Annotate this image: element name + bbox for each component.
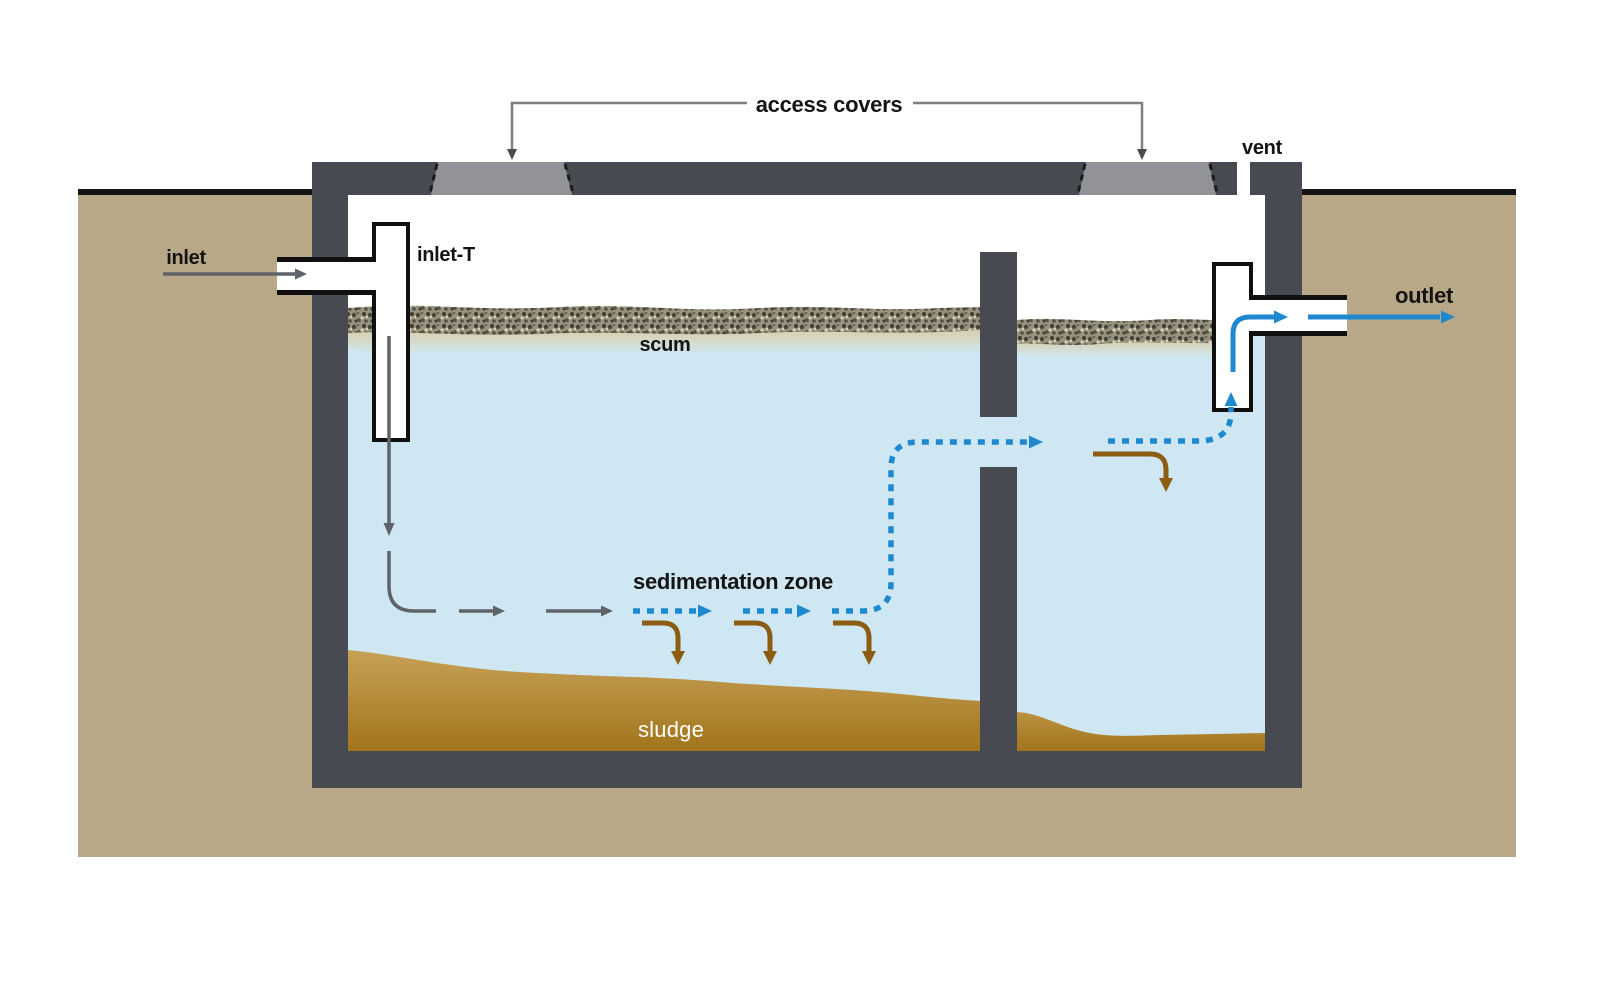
bracket-arrowheads xyxy=(507,149,1147,160)
access-cover-right xyxy=(1076,162,1219,195)
arrowhead xyxy=(1137,149,1147,160)
bracket-right-arm xyxy=(913,101,1144,153)
arrowhead xyxy=(1159,478,1173,492)
inlet-label: inlet xyxy=(166,247,206,269)
baffle-wall-upper xyxy=(980,252,1017,417)
blue-solid-flow xyxy=(1230,314,1440,372)
arrowhead xyxy=(698,604,712,618)
scum-speckle-band-2 xyxy=(1017,318,1253,345)
scum-label: scum xyxy=(639,334,690,356)
settling-hook-chamber2 xyxy=(1093,451,1169,478)
scum-speckle-band-1 xyxy=(348,305,980,335)
inlet-tee-label: inlet-T xyxy=(417,244,475,266)
sludge-layer-chamber1 xyxy=(348,650,980,751)
ground-surface-line-left xyxy=(78,189,320,195)
arrowhead xyxy=(601,605,613,617)
arrowhead xyxy=(383,523,395,536)
cover-edge-dash xyxy=(563,163,575,194)
baffle-wall-lower xyxy=(980,467,1017,751)
inlet-pipe xyxy=(277,257,376,295)
outlet-label: outlet xyxy=(1395,283,1454,308)
vent-label: vent xyxy=(1242,137,1283,159)
blue-solid-arrowheads xyxy=(1274,310,1455,324)
flow-elbow xyxy=(387,551,436,613)
settling-hook-3 xyxy=(833,620,872,651)
blue-dashed-flow xyxy=(633,407,1234,614)
arrowhead xyxy=(862,651,876,665)
blue-dashed-arrowheads xyxy=(698,392,1238,618)
sludge-layer-chamber2 xyxy=(1017,712,1265,751)
arrowhead xyxy=(763,651,777,665)
sedimentation-zone-label: sedimentation zone xyxy=(633,569,833,594)
settling-hook-2 xyxy=(734,620,773,651)
brown-settling-arrows xyxy=(642,451,1169,651)
access-covers-label: access covers xyxy=(756,92,903,117)
access-cover-left xyxy=(428,162,575,195)
cover-edge-dash xyxy=(1208,163,1219,194)
arrowhead xyxy=(671,651,685,665)
gray-flow-arrows xyxy=(163,272,601,613)
arrowhead xyxy=(1274,310,1288,324)
dashed-to-outlet-tee xyxy=(1108,407,1234,444)
gray-arrowheads xyxy=(295,268,613,617)
ground-surface-line-right xyxy=(1295,189,1516,195)
arrowhead xyxy=(797,604,811,618)
vent-gap xyxy=(1237,160,1250,197)
bracket-left-arm xyxy=(510,101,747,153)
arrowhead xyxy=(1441,310,1455,324)
arrowhead xyxy=(1029,435,1043,449)
cover-edge-dash xyxy=(1076,163,1087,194)
inlet-tee-pipe xyxy=(371,222,410,442)
arrowhead xyxy=(1224,392,1238,406)
brown-arrowheads xyxy=(671,478,1173,665)
access-covers-bracket xyxy=(510,101,1144,153)
settling-hook-1 xyxy=(642,620,681,651)
scum-layer xyxy=(348,305,1253,358)
arrowhead xyxy=(295,268,307,280)
arrowhead xyxy=(507,149,517,160)
outlet-tee-upflow xyxy=(1230,314,1274,372)
cover-edge-dash xyxy=(428,163,439,194)
sludge-label: sludge xyxy=(638,717,704,742)
arrowhead xyxy=(493,605,505,617)
